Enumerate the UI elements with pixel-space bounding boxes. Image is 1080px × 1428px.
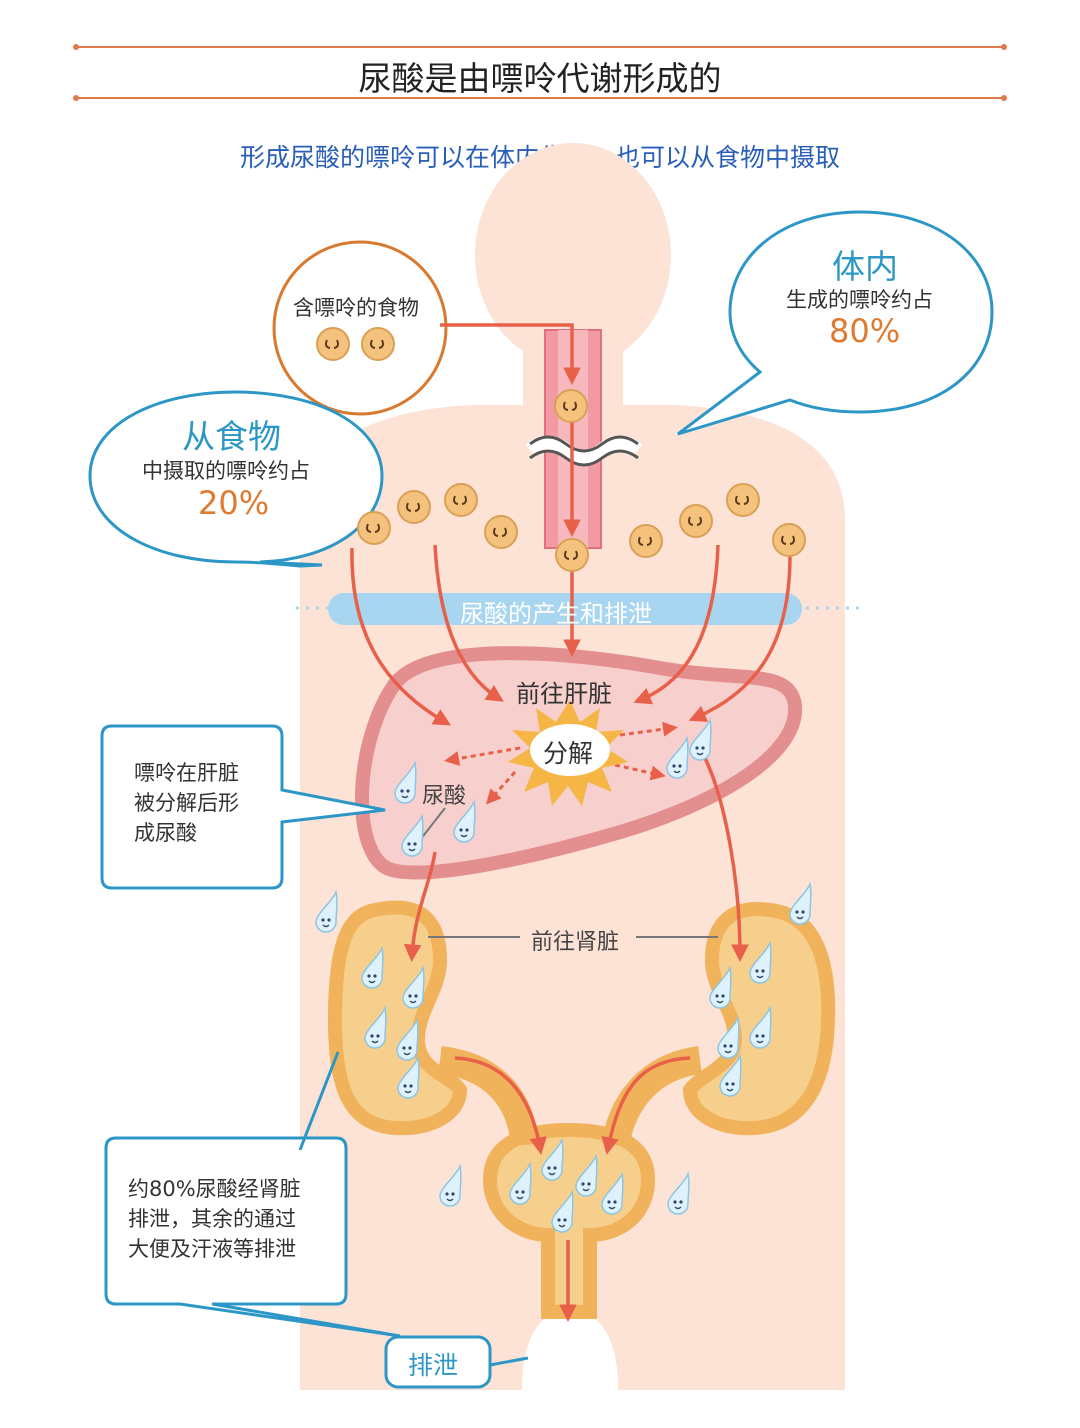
liver-note-callout — [100, 724, 386, 890]
decompose-burst — [508, 700, 628, 806]
dashed-arrows — [444, 721, 678, 805]
excretion-label: 排泄 — [408, 1351, 459, 1380]
excretion-label-box — [384, 1335, 492, 1389]
title-rule-bottom — [73, 95, 1007, 101]
body-share-bubble — [677, 210, 994, 436]
decompose-label: 分解 — [543, 739, 594, 768]
flow-arrows — [350, 323, 792, 1322]
kidney-note-text: 约80%尿酸经肾脏排泄，其余的通过大便及汗液等排泄 — [128, 1177, 301, 1261]
food-bubble-label: 含嘌呤的食物 — [293, 296, 419, 320]
kidney-note-callout — [104, 1136, 401, 1338]
body-share-heading: 体内 — [832, 247, 898, 286]
food-share-heading: 从食物 — [182, 417, 281, 456]
food-bubble — [272, 240, 448, 416]
body-share-text: 生成的嘌呤约占 — [786, 288, 933, 312]
page-title: 尿酸是由嘌呤代谢形成的 — [358, 59, 722, 98]
band-label: 尿酸的产生和排泄 — [460, 600, 652, 628]
food-share-text: 中摄取的嘌呤约占 — [142, 459, 310, 483]
body-share-percent: 80% — [829, 312, 901, 350]
food-share-percent: 20% — [198, 484, 270, 522]
food-share-bubble — [88, 390, 384, 568]
uric-acid-label: 尿酸 — [422, 784, 467, 809]
to-kidney-label: 前往肾脏 — [531, 930, 620, 955]
title-rule-top — [73, 44, 1007, 50]
liver-note-text: 嘌呤在肝脏被分解后形成尿酸 — [134, 761, 239, 845]
to-liver-label: 前往肝脏 — [516, 680, 612, 708]
